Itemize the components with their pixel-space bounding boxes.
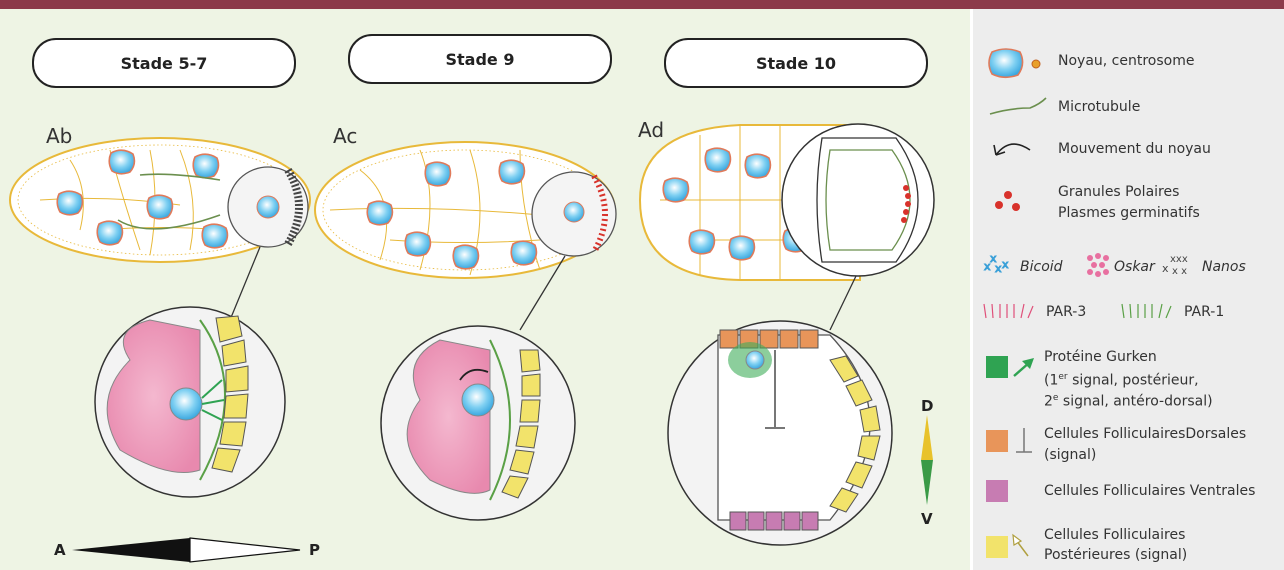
legend-ventrales: Cellules Folliculaires Ventrales [1044, 482, 1255, 501]
legend-noyau: Noyau, centrosome [1058, 52, 1194, 71]
posterior-swatch [986, 536, 1008, 558]
ap-axis [72, 538, 300, 562]
legend-oskar: Oskar [1114, 258, 1155, 277]
bicoid-icon: x x x x [984, 252, 1009, 275]
axis-label-posterior: P [309, 541, 320, 559]
svg-text:x: x [1162, 262, 1169, 275]
axis-label-dorsal: D [921, 397, 933, 415]
legend-mouvement: Mouvement du noyau [1058, 140, 1211, 159]
legend-gurken-3: 2e signal, antéro-dorsal) [1044, 389, 1213, 412]
egg-chamber-stage-5-7 [10, 138, 310, 262]
legend-dorsales-1: Cellules FolliculairesDorsales [1044, 425, 1246, 444]
par3-icon [984, 304, 1033, 318]
dorsal-swatch [986, 430, 1008, 452]
axis-label-ventral: V [921, 510, 933, 528]
axis-label-anterior: A [54, 541, 66, 559]
legend-gurken-2: (1er signal, postérieur, [1044, 368, 1199, 391]
svg-text:xxx: xxx [1170, 254, 1188, 265]
legend-posterieures-2: Postérieures (signal) [1044, 546, 1187, 565]
ventral-swatch [986, 480, 1008, 502]
microtubule-icon [990, 98, 1046, 114]
legend-gurken-1: Protéine Gurken [1044, 348, 1157, 367]
par1-icon [1122, 304, 1171, 318]
oskar-icon [1087, 253, 1109, 277]
legend-granules-1: Granules Polaires [1058, 183, 1179, 202]
svg-text:x: x [1002, 258, 1009, 271]
curved-arrow-icon [994, 144, 1030, 155]
zoom-stage-9 [381, 326, 575, 520]
signal-arrow-icon [1013, 535, 1028, 556]
egg-chamber-stage-10 [640, 124, 934, 280]
granules-icon [995, 191, 1020, 211]
legend-par3: PAR-3 [1046, 303, 1086, 322]
svg-text:x: x [995, 262, 1002, 275]
legend-granules-2: Plasmes germinatifs [1058, 204, 1200, 223]
gurken-arrow-icon [1014, 358, 1034, 376]
legend-microtubule: Microtubule [1058, 98, 1140, 117]
legend-dorsales-2: (signal) [1044, 446, 1096, 465]
legend-nanos: Nanos [1202, 258, 1246, 277]
legend-par1: PAR-1 [1184, 303, 1224, 322]
zoom-stage-10 [668, 321, 892, 545]
nanos-icon: x xxx x x [1162, 254, 1188, 277]
nucleus-icon [989, 49, 1040, 77]
svg-text:x x: x x [1172, 266, 1187, 277]
inhibition-icon [1016, 428, 1032, 452]
egg-chamber-stage-9 [315, 142, 616, 278]
legend-bicoid: Bicoid [1020, 258, 1063, 277]
dv-axis [921, 415, 933, 505]
legend-posterieures-1: Cellules Folliculaires [1044, 526, 1185, 545]
gurken-swatch [986, 356, 1008, 378]
zoom-stage-5-7 [95, 307, 285, 497]
